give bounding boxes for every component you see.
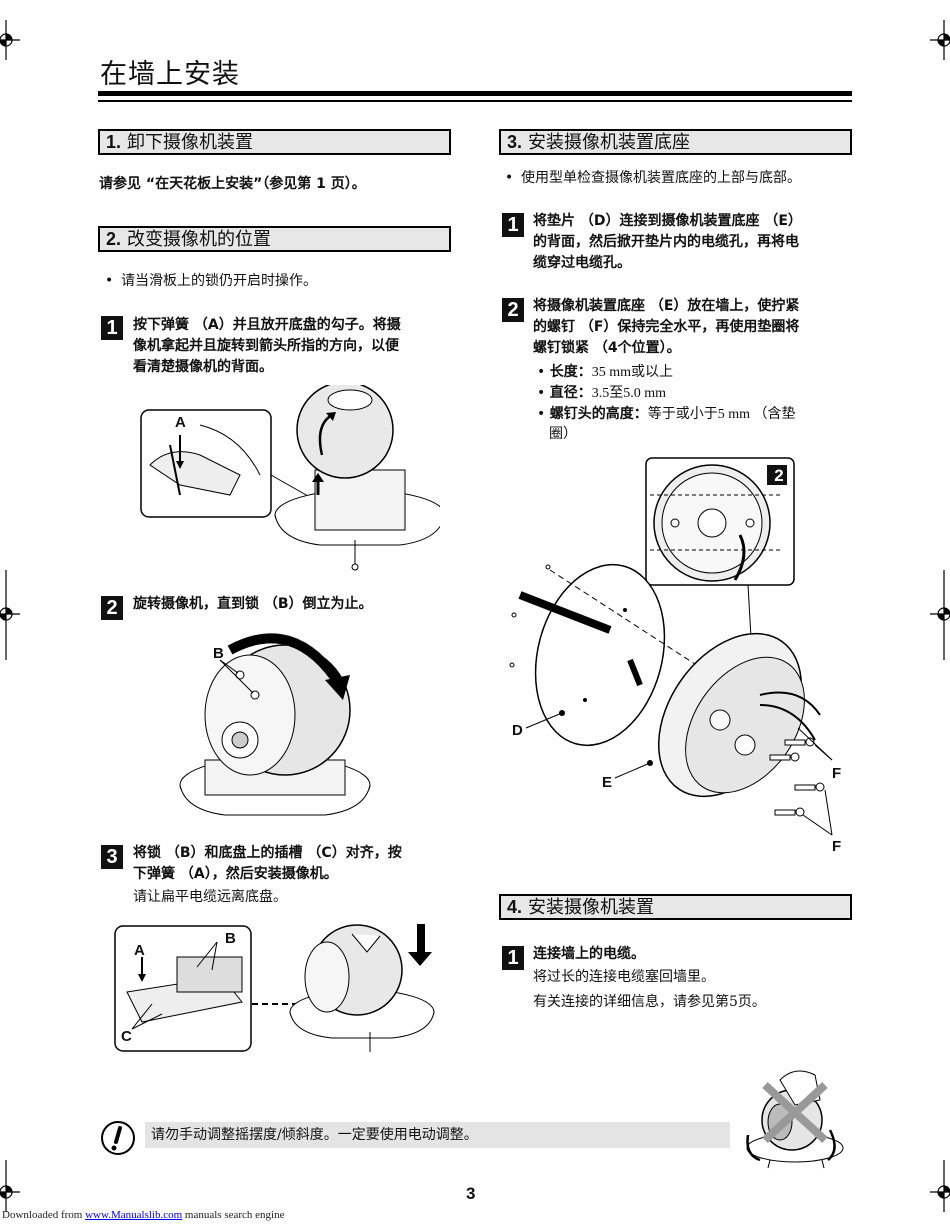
title-rule-thin bbox=[98, 100, 852, 102]
title-rule bbox=[98, 91, 852, 96]
note-text: 请勿手动调整摇摆度/倾斜度。一定要使用电动调整。 bbox=[145, 1122, 730, 1148]
step-line: 的螺钉 （F）保持完全水平，再使用垫圈将 bbox=[533, 319, 800, 335]
spec-label: 长度： bbox=[549, 364, 592, 380]
step-text: 旋转摄像机，直到锁 （B）倒立为止。 bbox=[133, 594, 373, 615]
step-number: 1 bbox=[502, 946, 524, 970]
footer-suffix: manuals search engine bbox=[182, 1209, 285, 1221]
step-title: 连接墙上的电缆。 bbox=[533, 946, 645, 962]
step-line: 的背面，然后掀开垫片内的电缆孔，再将电 bbox=[533, 234, 799, 250]
section3-number: 3. bbox=[507, 132, 523, 152]
step-line: 下弹簧 （A），然后安装摄像机。 bbox=[133, 866, 338, 882]
footer-link[interactable]: www.Manualslib.com bbox=[85, 1209, 183, 1221]
label-a: A bbox=[134, 942, 145, 959]
label-a: A bbox=[175, 414, 186, 431]
section1-heading: 1.卸下摄像机装置 bbox=[98, 129, 451, 155]
step-number: 3 bbox=[101, 845, 123, 869]
label-b: B bbox=[225, 930, 236, 947]
spec-diameter: • 直径：3.5至5.0 mm bbox=[537, 385, 666, 401]
step-line: 旋转摄像机，直到锁 （B）倒立为止。 bbox=[133, 596, 373, 612]
label-e: E bbox=[602, 774, 613, 791]
footer: Downloaded from www.Manualslib.com manua… bbox=[2, 1209, 284, 1221]
base-mounting-illustration bbox=[509, 457, 833, 836]
page-title: 在墙上安装 bbox=[100, 59, 240, 90]
footer-prefix: Downloaded from bbox=[2, 1209, 86, 1221]
section3-heading: 3.安装摄像机装置底座 bbox=[499, 129, 852, 155]
spec-value: 3.5至5.0 mm bbox=[591, 386, 666, 401]
spec-value: 35 mm或以上 bbox=[591, 365, 673, 380]
step-line: 按下弹簧 （A）并且放开底盘的勾子。将摄 bbox=[133, 317, 401, 333]
page-number: 3 bbox=[466, 1184, 476, 1203]
step-text: 将锁 （B）和底盘上的插槽 （C）对齐，按 下弹簧 （A），然后安装摄像机。 bbox=[133, 843, 402, 885]
step-number: 2 bbox=[502, 298, 524, 322]
label-f: F bbox=[832, 838, 842, 855]
camera-release-illustration bbox=[140, 385, 440, 571]
step-line: 看清楚摄像机的背面。 bbox=[133, 359, 273, 375]
section3-title: 安装摄像机装置底座 bbox=[528, 132, 691, 153]
section4-heading: 4.安装摄像机装置 bbox=[499, 894, 852, 920]
camera-align-illustration bbox=[114, 924, 435, 1052]
camera-rotate-illustration bbox=[179, 633, 371, 816]
label-d: D bbox=[512, 722, 523, 739]
section1-text: 请参见 “在天花板上安装”（参见第 1 页）。 bbox=[99, 176, 366, 192]
step-line: 螺钉锁紧 （4个位置）。 bbox=[533, 340, 681, 356]
spec-value: 圈） bbox=[549, 427, 577, 442]
section2-number: 2. bbox=[106, 229, 122, 249]
spec-label: 螺钉头的高度： bbox=[549, 406, 648, 422]
step-line: 将摄像机装置底座 （E）放在墙上，使拧紧 bbox=[533, 298, 800, 314]
spec-head-height-cont: 圈） bbox=[549, 424, 577, 445]
section1-title: 卸下摄像机装置 bbox=[127, 132, 254, 153]
spec-value: 等于或小于5 mm （含垫 bbox=[647, 407, 796, 422]
step-number: 1 bbox=[502, 213, 524, 237]
section2-bullet: 请当滑板上的锁仍开启时操作。 bbox=[105, 271, 317, 292]
section4-title: 安装摄像机装置 bbox=[528, 897, 655, 918]
inset-step-number: 2 bbox=[774, 466, 784, 485]
section3-bullet: 使用型单检查摄像机装置底座的上部与底部。 bbox=[505, 168, 801, 189]
step-note: 请让扁平电缆远离底盘。 bbox=[133, 889, 287, 905]
step-text: 将垫片 （D）连接到摄像机装置底座 （E） 的背面，然后掀开垫片内的电缆孔，再将… bbox=[533, 211, 802, 274]
spec-length: • 长度：35 mm或以上 bbox=[537, 364, 673, 380]
label-c: C bbox=[121, 1028, 132, 1045]
step-text: 按下弹簧 （A）并且放开底盘的勾子。将摄 像机拿起并且旋转到箭头所指的方向，以便… bbox=[133, 315, 401, 378]
step-line: 将过长的连接电缆塞回墙里。 bbox=[533, 969, 715, 985]
section2-heading: 2.改变摄像机的位置 bbox=[98, 226, 451, 252]
spec-head-height: • 螺钉头的高度：等于或小于5 mm （含垫 bbox=[537, 406, 796, 422]
section1-number: 1. bbox=[106, 132, 122, 152]
step-number: 1 bbox=[101, 316, 123, 340]
step-line: 将垫片 （D）连接到摄像机装置底座 （E） bbox=[533, 213, 802, 229]
step-line: 像机拿起并且旋转到箭头所指的方向，以便 bbox=[133, 338, 399, 354]
step-text: 将摄像机装置底座 （E）放在墙上，使拧紧 的螺钉 （F）保持完全水平，再使用垫圈… bbox=[533, 296, 799, 359]
section2-title: 改变摄像机的位置 bbox=[127, 229, 272, 250]
step-line: 缆穿过电缆孔。 bbox=[533, 255, 631, 271]
step-line: 有关连接的详细信息，请参见第5页。 bbox=[533, 994, 766, 1010]
no-manual-adjust-illustration bbox=[746, 1070, 844, 1169]
spec-label: 直径： bbox=[549, 385, 592, 401]
step-number: 2 bbox=[101, 596, 123, 620]
label-b: B bbox=[213, 645, 224, 662]
section4-number: 4. bbox=[507, 897, 523, 917]
step-line: 将锁 （B）和底盘上的插槽 （C）对齐，按 bbox=[133, 845, 402, 861]
label-f: F bbox=[832, 765, 842, 782]
caution-icon bbox=[101, 1121, 135, 1155]
